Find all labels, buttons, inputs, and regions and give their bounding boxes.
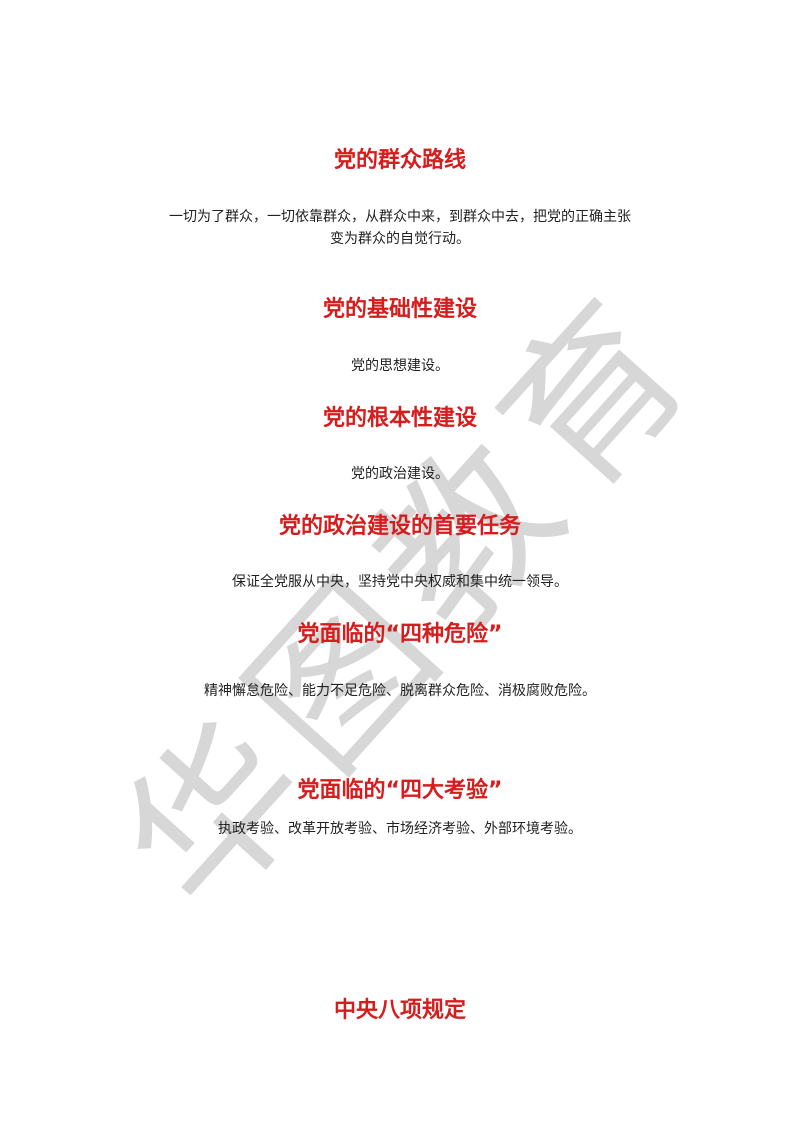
body-line: 执政考验、改革开放考验、市场经济考验、外部环境考验。	[218, 821, 582, 837]
section-body-mass-line: 一切为了群众，一切依靠群众，从群众中来，到群众中去，把党的正确主张 变为群众的自…	[0, 206, 800, 250]
body-line: 一切为了群众，一切依靠群众，从群众中来，到群众中去，把党的正确主张	[169, 209, 631, 225]
section-heading-four-tests: 党面临的“四大考验”	[297, 778, 503, 803]
section-body-four-dangers: 精神懈怠危险、能力不足危险、脱离群众危险、消极腐败危险。	[0, 680, 800, 702]
body-line: 精神懈怠危险、能力不足危险、脱离群众危险、消极腐败危险。	[204, 683, 596, 699]
body-line: 党的政治建设。	[351, 466, 449, 482]
body-line: 保证全党服从中央，坚持党中央权威和集中统一领导。	[232, 574, 568, 590]
section-heading-four-dangers: 党面临的“四种危险”	[297, 622, 503, 647]
section-heading-fundamental-building: 党的根本性建设	[322, 406, 477, 431]
section-heading-mass-line: 党的群众路线	[333, 148, 466, 173]
section-body-four-tests: 执政考验、改革开放考验、市场经济考验、外部环境考验。	[0, 818, 800, 840]
body-line: 变为群众的自觉行动。	[330, 231, 470, 247]
section-body-political-building-task: 保证全党服从中央，坚持党中央权威和集中统一领导。	[0, 571, 800, 593]
section-heading-foundational-building: 党的基础性建设	[322, 297, 477, 322]
section-body-foundational-building: 党的思想建设。	[0, 355, 800, 377]
section-heading-eight-rules: 中央八项规定	[333, 998, 466, 1023]
section-heading-political-building-task: 党的政治建设的首要任务	[278, 514, 521, 539]
body-line: 党的思想建设。	[351, 358, 449, 374]
section-body-fundamental-building: 党的政治建设。	[0, 463, 800, 485]
